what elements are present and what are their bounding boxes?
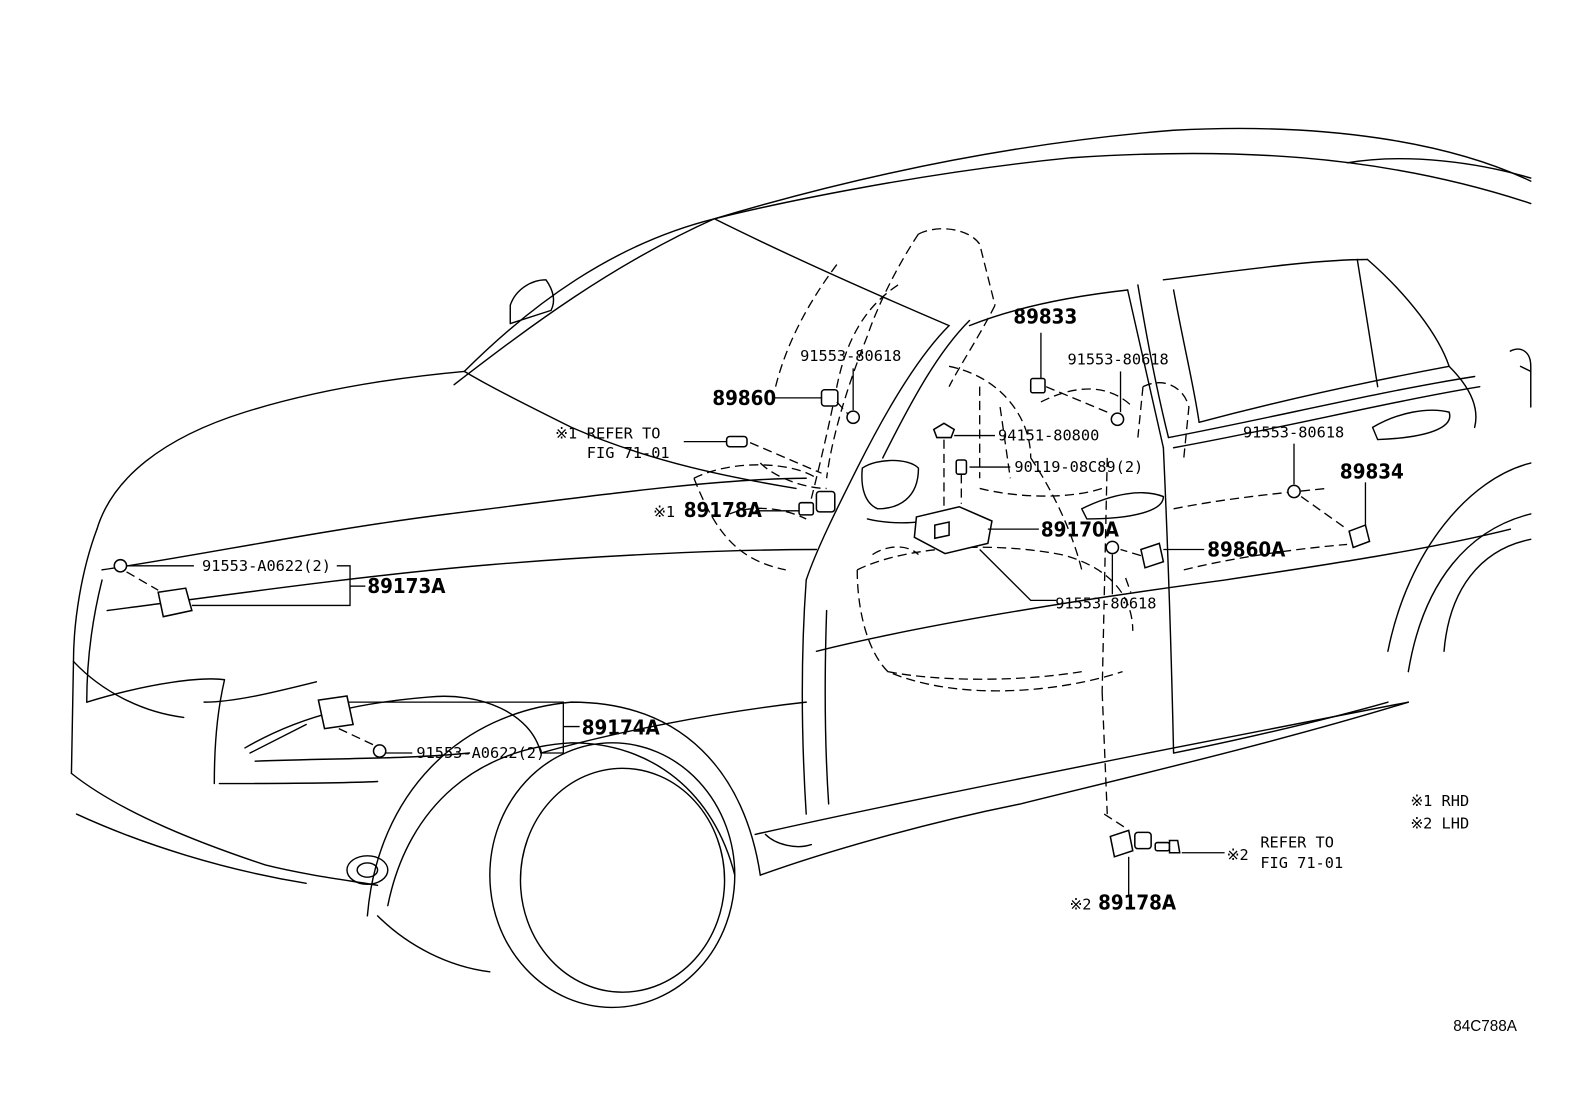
legend: ※1 RHD ※2 LHD — [1410, 792, 1469, 832]
callout-89170A: 89170A — [1041, 517, 1120, 541]
callout-89173A: 89173A — [367, 574, 446, 598]
part-89833 — [1029, 332, 1108, 413]
part-89170A-airbag-sensor — [913, 505, 1057, 602]
callout-91553-A0622-upper: 91553-A0622(2) — [202, 557, 331, 575]
part-89174A — [317, 695, 580, 754]
car-body-outline — [70, 127, 1532, 1009]
part-89860A — [1120, 542, 1205, 569]
callout-91553-80618-upper-right: 91553-80618 — [1067, 350, 1168, 368]
bolt-91553-A0622-upper-left — [113, 558, 194, 591]
fig-ref-lower: FIG 71-01 — [1260, 854, 1343, 872]
diagram-code: 84C788A — [1453, 1018, 1518, 1035]
interior-dashed-outline — [693, 228, 1348, 815]
callout-89174A: 89174A — [582, 716, 661, 740]
nut-94151-80800 — [932, 422, 995, 509]
callout-91553-80618-upper-center: 91553-80618 — [800, 347, 901, 365]
callout-89178A-lhd: 89178A — [1098, 891, 1177, 915]
lhd-mark-lower: ※2 — [1227, 846, 1249, 864]
callout-89860: 89860 — [712, 386, 776, 410]
bolt-91553-80618-upper-right — [1110, 371, 1125, 427]
rhd-mark-upper: ※1 — [555, 425, 577, 443]
bolt-91553-80618-right — [1287, 443, 1348, 530]
bolt-91553-A0622-lower — [372, 744, 413, 758]
callout-89860A: 89860A — [1207, 538, 1286, 562]
callout-90119-08C89: 90119-08C89(2) — [1014, 458, 1143, 476]
bolt-91553-80618-lower-center — [1105, 540, 1132, 595]
part-89178A-lhd — [1103, 813, 1225, 896]
callout-91553-80618-right: 91553-80618 — [1243, 424, 1344, 442]
callout-89834: 89834 — [1340, 459, 1404, 483]
part-89860 — [773, 388, 850, 416]
refer-to-upper: REFER TO — [587, 425, 661, 443]
rhd-refer-leader — [683, 435, 822, 474]
callout-89178A-rhd: 89178A — [684, 498, 763, 522]
part-89178A-rhd — [755, 490, 836, 516]
lhd-mark-89178A: ※2 — [1069, 896, 1091, 914]
fig-ref-upper: FIG 71-01 — [587, 444, 670, 462]
callout-91553-A0622-lower: 91553-A0622(2) — [416, 744, 545, 762]
callout-94151-80800: 94151-80800 — [998, 427, 1099, 445]
callout-91553-80618-lower-center: 91553-80618 — [1055, 595, 1156, 613]
rhd-mark-89178A: ※1 — [653, 503, 675, 521]
part-89173A — [157, 565, 366, 618]
part-89834 — [1348, 482, 1371, 549]
bolt-91553-80618-upper-center — [846, 368, 861, 425]
legend-lhd: ※2 LHD — [1410, 814, 1469, 832]
legend-rhd: ※1 RHD — [1410, 792, 1469, 810]
refer-to-lower: REFER TO — [1260, 834, 1334, 852]
bolt-90119-08C89 — [955, 459, 1011, 504]
callout-89833: 89833 — [1013, 305, 1077, 329]
